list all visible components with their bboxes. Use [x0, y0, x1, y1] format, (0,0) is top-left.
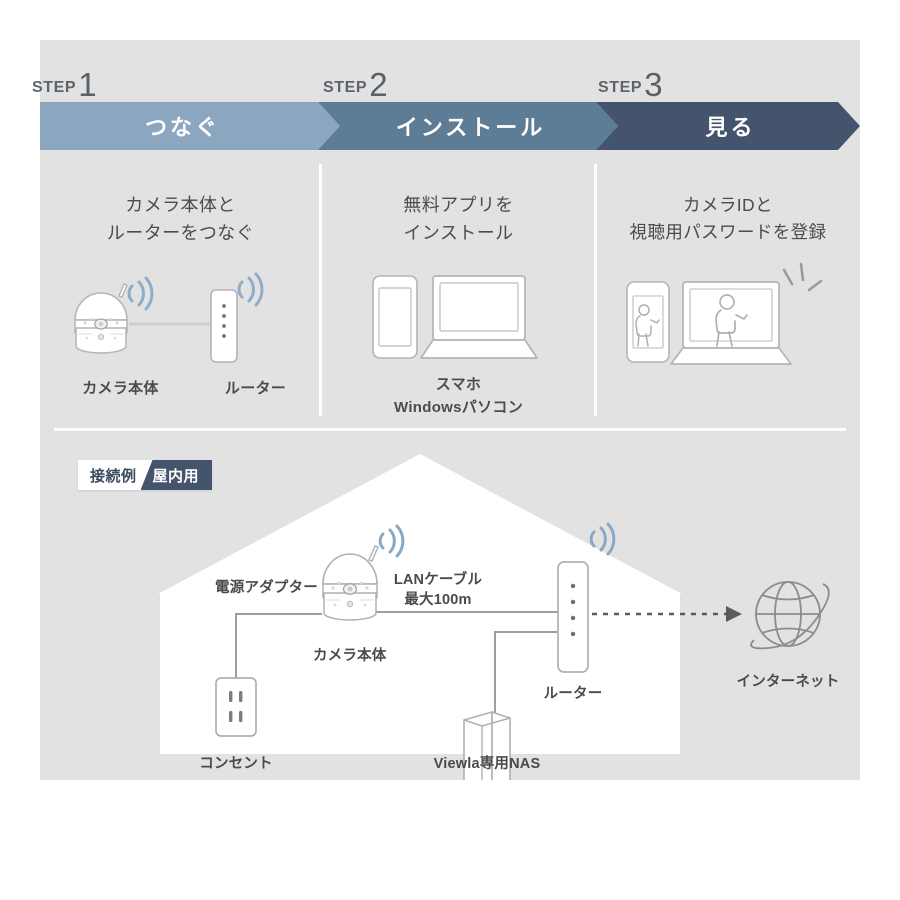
camera-icon-art [73, 283, 128, 354]
step-word-3: STEP [598, 79, 643, 96]
step-column-2: 無料アプリを インストール [321, 150, 596, 425]
laptop-icon-art [419, 275, 538, 359]
step-number-2: 2 [369, 65, 388, 103]
section-divider [54, 428, 846, 431]
wifi-icon-camera [127, 276, 153, 311]
connection-example-badge: 接続例 屋内用 [78, 460, 213, 490]
step-banner-1: つなぐ [40, 102, 340, 150]
step-banner-row: つなぐ インストール 見る [40, 102, 860, 150]
label-lan-cable-line2: 最大100m [404, 590, 471, 608]
column-divider-1 [319, 164, 322, 416]
step-art-1 [40, 262, 321, 372]
badge-label-right: 屋内用 [140, 460, 213, 490]
badge-label-left: 接続例 [78, 460, 153, 490]
step-caption-3: カメラIDと 視聴用パスワードを登録 [596, 192, 860, 246]
cable-lines [235, 611, 560, 722]
column-divider-2 [594, 164, 597, 416]
house-connection-diagram: 電源アダプター カメラ本体 LANケーブル 最大100m ルーター コンセント … [158, 454, 840, 780]
connection-example-section: 接続例 屋内用 [40, 432, 860, 780]
step-banner-label-3: 見る [705, 115, 756, 140]
device-label-smartphone: スマホ [435, 376, 482, 393]
step-column-1: カメラ本体と ルーターをつなぐ [40, 150, 321, 425]
step-tag-2: STEP 2 [323, 65, 388, 103]
step-word-2: STEP [323, 79, 368, 96]
step-word-1: STEP [32, 79, 77, 96]
step-banner-label-2: インストール [395, 115, 546, 140]
sparkle-icon [782, 262, 823, 292]
router-icon-art [209, 289, 238, 363]
label-power-adapter: 電源アダプター [215, 578, 318, 596]
step-tag-1: STEP 1 [32, 65, 97, 103]
step-caption-3-line2: 視聴用パスワードを登録 [629, 222, 827, 243]
label-lan-cable-line1: LANケーブル [394, 570, 483, 588]
house-shape [158, 454, 682, 754]
step-caption-1-line2: ルーターをつなぐ [106, 222, 255, 243]
wifi-icon-router [237, 272, 263, 307]
step-caption-1-line1: カメラ本体と [125, 195, 236, 215]
step-labels-row: STEP 1 STEP 2 STEP 3 [32, 40, 860, 103]
step-caption-2-line1: 無料アプリを [403, 195, 514, 215]
camera-icon-house [322, 545, 379, 621]
device-label-router: ルーター [224, 380, 287, 397]
step-number-3: 3 [644, 65, 663, 103]
device-label-windows-pc: Windowsパソコン [394, 398, 523, 416]
step-column-3: カメラIDと 視聴用パスワードを登録 [596, 150, 860, 425]
step-device-labels-1: カメラ本体 ルーター [40, 378, 321, 401]
infographic-canvas: STEP 1 STEP 2 STEP 3 つなぐ インストール 見る [32, 40, 860, 780]
step-caption-3-line1: カメラIDと [683, 195, 773, 215]
label-nas: Viewla専用NAS [434, 754, 541, 772]
smartphone-icon-art [371, 275, 418, 359]
step-banner-label-1: つなぐ [144, 115, 220, 140]
device-label-camera: カメラ本体 [82, 380, 159, 397]
label-internet: インターネット [737, 673, 840, 690]
step-banner-3: 見る [596, 102, 860, 150]
smartphone-viewing-icon-art [626, 281, 670, 363]
step-banner-2: インストール [318, 102, 618, 150]
laptop-viewing-icon-art [670, 281, 792, 365]
internet-arrow [592, 606, 742, 622]
outlet-icon [215, 677, 257, 737]
label-camera-house: カメラ本体 [313, 646, 387, 664]
router-icon-house [557, 561, 589, 673]
step-columns: カメラ本体と ルーターをつなぐ [40, 150, 860, 425]
label-outlet: コンセント [199, 755, 273, 772]
step-art-3 [596, 262, 860, 372]
internet-globe-icon [750, 581, 830, 650]
step-caption-2-line2: インストール [403, 222, 514, 243]
label-router-house: ルーター [544, 685, 603, 702]
nas-icon [463, 710, 511, 780]
step-art-2 [321, 262, 596, 372]
wifi-icon-house-camera [378, 524, 405, 558]
step-caption-1: カメラ本体と ルーターをつなぐ [40, 192, 321, 248]
step-caption-2: 無料アプリを インストール [321, 192, 596, 248]
wifi-icon-house-router [589, 522, 616, 556]
step-tag-3: STEP 3 [598, 65, 663, 103]
step-number-1: 1 [78, 65, 97, 103]
step-device-labels-2: スマホ Windowsパソコン [321, 374, 596, 419]
